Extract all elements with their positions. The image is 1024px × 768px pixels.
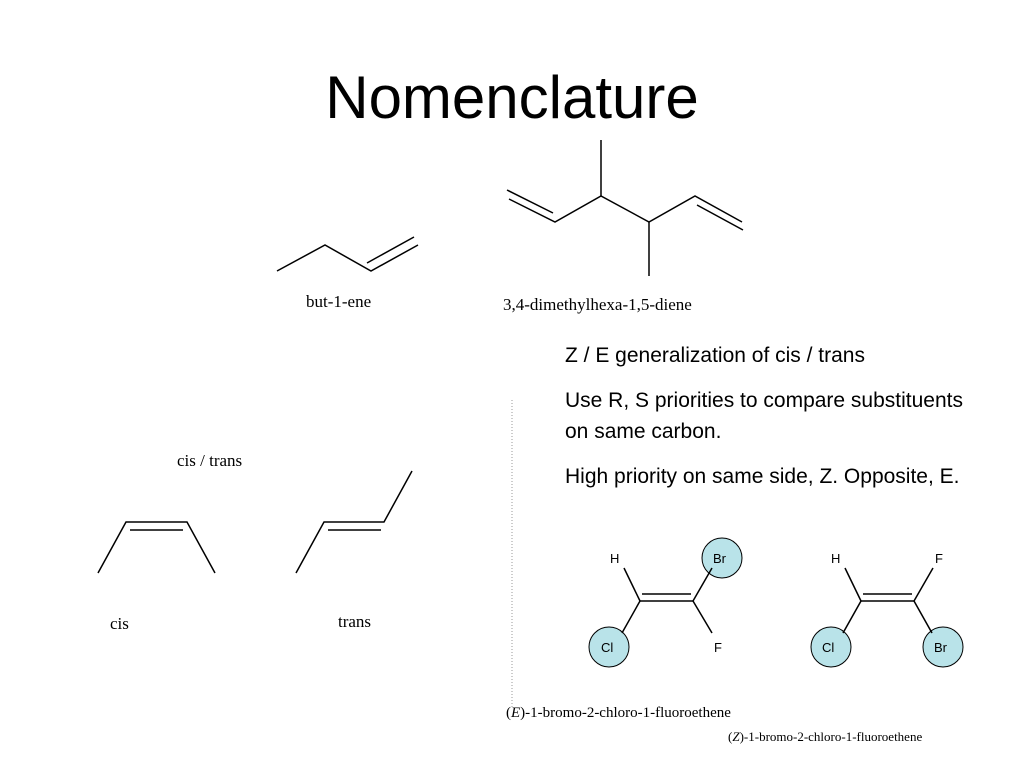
butene-structure bbox=[276, 236, 419, 272]
e-isomer-name: (E)-1-bromo-2-chloro-1-fluoroethene bbox=[506, 705, 731, 722]
bullet-item: Use R, S priorities to compare substitue… bbox=[565, 389, 963, 443]
cis-structure bbox=[97, 521, 216, 574]
butene-label: but-1-ene bbox=[306, 292, 372, 311]
cl-highlight bbox=[588, 626, 630, 668]
z-atom-f: F bbox=[935, 551, 943, 566]
z-name-suffix: )-1-bromo-2-chloro-1-fluoroethene bbox=[739, 729, 923, 744]
bullet-list: Z / E generalization of cis / trans Use … bbox=[565, 340, 985, 506]
e-descriptor: E bbox=[511, 705, 521, 721]
e-atom-f: F bbox=[714, 640, 722, 655]
br-highlight bbox=[922, 626, 964, 668]
e-atom-br: Br bbox=[713, 551, 727, 566]
z-atom-br: Br bbox=[934, 640, 948, 655]
slide-title: Nomenclature bbox=[325, 64, 699, 131]
z-atom-h: H bbox=[831, 551, 840, 566]
z-descriptor: Z bbox=[732, 729, 740, 744]
z-atom-cl: Cl bbox=[822, 640, 834, 655]
e-atom-h: H bbox=[610, 551, 619, 566]
cis-label: cis bbox=[110, 614, 129, 633]
diene-label: 3,4-dimethylhexa-1,5-diene bbox=[503, 295, 692, 314]
z-isomer-structure: H F Cl Br bbox=[810, 551, 964, 668]
e-isomer-structure: H Br Cl F bbox=[588, 537, 743, 668]
e-atom-cl: Cl bbox=[601, 640, 613, 655]
z-name-prefix: ( bbox=[728, 729, 733, 744]
z-isomer-name: (Z)-1-bromo-2-chloro-1-fluoroethene bbox=[728, 729, 922, 745]
trans-label: trans bbox=[338, 612, 372, 631]
cistrans-heading: cis / trans bbox=[177, 451, 243, 470]
trans-structure bbox=[295, 470, 413, 574]
bullet-item: High priority on same side, Z. Opposite,… bbox=[565, 465, 960, 488]
diene-structure bbox=[506, 140, 744, 276]
e-name-suffix: )-1-bromo-2-chloro-1-fluoroethene bbox=[520, 705, 731, 721]
e-name-prefix: ( bbox=[506, 705, 511, 721]
cl-highlight bbox=[810, 626, 852, 668]
bullet-item: Z / E generalization of cis / trans bbox=[565, 344, 865, 367]
